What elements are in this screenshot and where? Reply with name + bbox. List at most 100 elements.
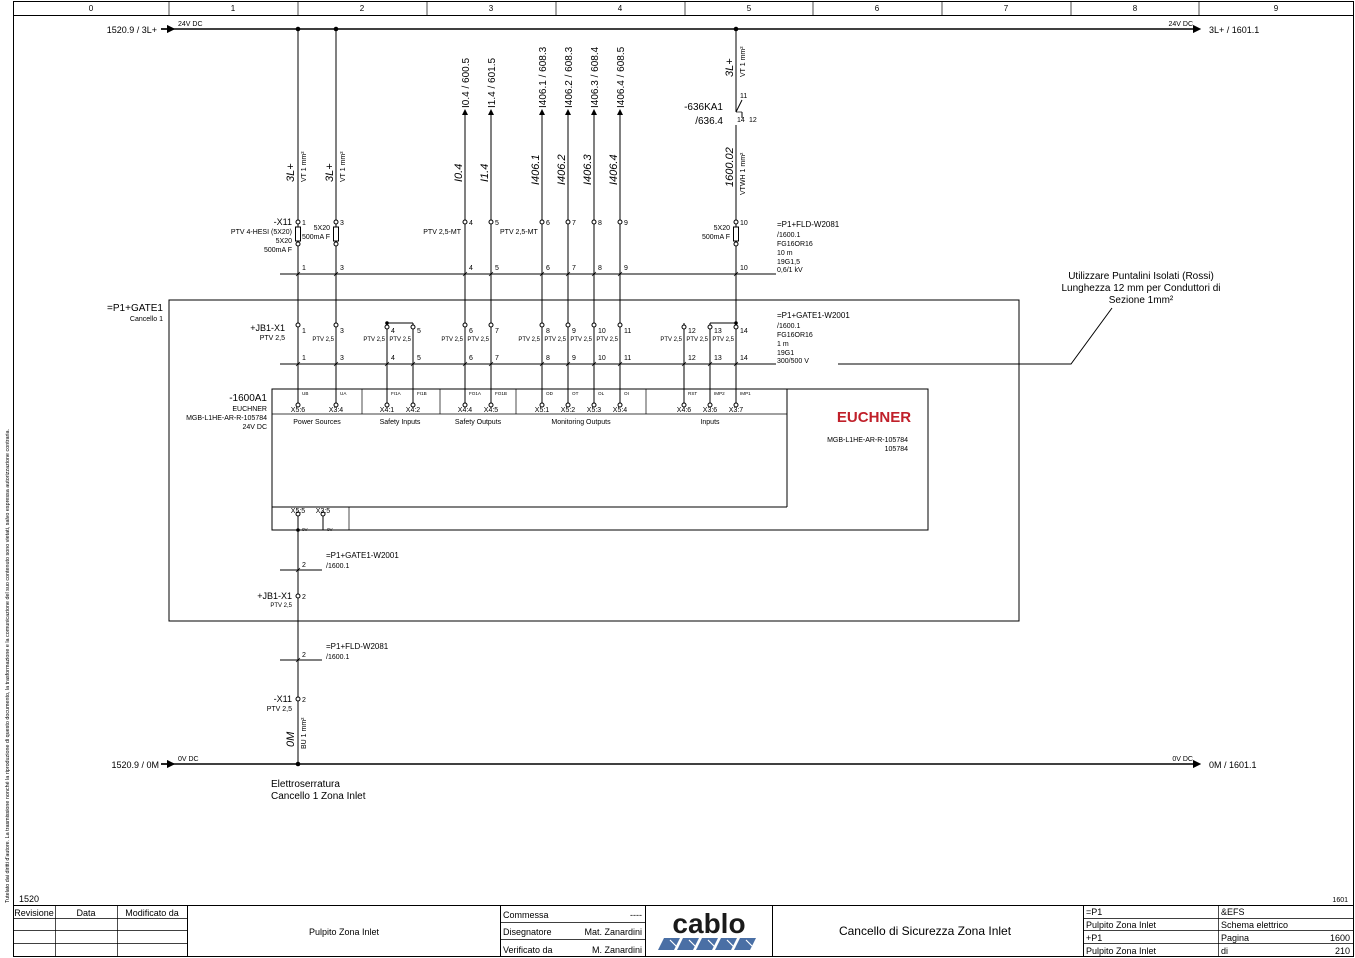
signal-ref-5: I406.3 / 608.4: [590, 46, 601, 108]
jb1-ptv: PTV 2,5: [518, 337, 540, 343]
cable2-voltage: 300/500 V: [777, 358, 809, 365]
jb1-ptv: PTV 2,5: [686, 337, 708, 343]
wire-name-3: 3L+: [724, 58, 736, 77]
device-pin-term: X3:6: [703, 407, 718, 414]
cable2-length: 1 m: [777, 341, 789, 348]
device-pin-signal: OL: [598, 391, 605, 396]
jb1-pin: 3: [340, 328, 344, 335]
column-label-1: 1: [231, 4, 236, 13]
signal-name-2: I1.4: [479, 164, 491, 182]
cable4-ref: /1600.1: [326, 654, 349, 661]
cable4-core: 2: [302, 652, 306, 659]
rail-bottom-left-ref: 1520.9 / 0M: [111, 760, 159, 770]
gate1-desc: Cancello 1: [130, 316, 163, 323]
wire-spec-5: BU 1 mm²: [301, 717, 308, 749]
jb1-pin: 7: [495, 328, 499, 335]
jb1-pin: 1: [302, 328, 306, 335]
cable1-core: 6: [546, 265, 550, 272]
cable1-core: 10: [740, 265, 748, 272]
cable1-ref: /1600.1: [777, 232, 800, 239]
column-label-8: 8: [1133, 4, 1138, 13]
x11-lower-name: -X11: [274, 694, 292, 704]
jb1-pin: 13: [714, 328, 722, 335]
tb-of-label: di: [1221, 946, 1228, 956]
vertical-wires: [297, 29, 737, 764]
device-pin-term: X4:6: [677, 407, 692, 414]
device-model: MGB-L1HE-AR-R-105784: [186, 415, 267, 422]
tb-checked-value: M. Zanardini: [592, 945, 642, 955]
gate1-name: =P1+GATE1: [107, 303, 163, 314]
rail-top-right-ref: 3L+ / 1601.1: [1209, 25, 1259, 35]
tb-checked-label: Verificato da: [503, 945, 553, 955]
column-label-7: 7: [1004, 4, 1009, 13]
device-group-label: Power Sources: [293, 419, 341, 426]
jb1-lower-name: +JB1-X1: [257, 591, 292, 601]
relay-pin-11: 11: [740, 93, 747, 100]
cable1-core: 7: [572, 265, 576, 272]
cable1-core: 5: [495, 265, 499, 272]
cable2-core: 1: [302, 355, 306, 362]
tb-modified-head: Modificato da: [125, 908, 179, 918]
device-pin-signal: FO1B: [495, 391, 507, 396]
signal-name-1: I0.4: [453, 164, 465, 182]
jb1-pin: 11: [624, 328, 631, 335]
rail-top-right-voltage: 24V DC: [1168, 21, 1193, 28]
tb-commessa-value: ----: [630, 910, 642, 920]
device-pin-term: X5:1: [535, 407, 550, 414]
device-box-code: 105784: [885, 446, 908, 453]
column-label-5: 5: [747, 4, 752, 13]
device-pin-term: X5:6: [291, 407, 306, 414]
cable2-core: 10: [598, 355, 606, 362]
cable-tick-marks: [295, 271, 739, 663]
x11-pin: 7: [572, 220, 576, 227]
cable1-core: 3: [340, 265, 344, 272]
cable2-core: 7: [495, 355, 499, 362]
x11-pin: 9: [624, 220, 628, 227]
device-pin-signal: UA: [340, 391, 347, 396]
column-label-6: 6: [875, 4, 880, 13]
rail-top-left-ref: 1520.9 / 3L+: [107, 25, 157, 35]
device-pin-term: X3:7: [729, 407, 744, 414]
signal-name-5: I406.3: [582, 154, 594, 185]
cable2-ref: /1600.1: [777, 323, 800, 330]
jb1-ptv: PTV 2,5: [660, 337, 682, 343]
fuse3-rating: 500mA F: [702, 234, 730, 241]
jb1-ptv: PTV 2,5: [467, 337, 489, 343]
caption-line-2: Cancello 1 Zona Inlet: [271, 791, 366, 802]
jb1-pin: 5: [417, 328, 421, 335]
signal-ref-4: I406.2 / 608.3: [564, 46, 575, 108]
cablo-logo: cablo: [672, 908, 745, 939]
cable3-name: =P1+GATE1-W2001: [326, 551, 399, 560]
jb1-pin: 6: [469, 328, 473, 335]
cable1-name: =P1+FLD-W2081: [777, 220, 840, 229]
device-group-label: Monitoring Outputs: [551, 419, 611, 426]
device-pin-signal: UB: [302, 391, 308, 396]
tb-commessa-label: Commessa: [503, 910, 549, 920]
tb-doc-type: Schema elettrico: [1221, 920, 1288, 930]
jb1-pin: 9: [572, 328, 576, 335]
fuse1-size: 5X20: [276, 238, 292, 245]
cablo-logo-mark: [658, 938, 756, 950]
cable2-core: 14: [740, 355, 748, 362]
sheet-frame: [13, 1, 1354, 957]
device-pin-terminals: [295, 402, 739, 517]
cable2-core: 5: [417, 355, 421, 362]
tb-location-desc: Pulpito Zona Inlet: [1086, 946, 1157, 956]
jb1-pin: 12: [688, 328, 696, 335]
jb1-lower-part: PTV 2,5: [270, 603, 292, 609]
tb-location: +P1: [1086, 933, 1102, 943]
device-pin-signal: FO1A: [469, 391, 482, 396]
x11-pin: 1: [302, 220, 306, 227]
rail-top-left-voltage: 24V DC: [178, 21, 203, 28]
signal-ref-2: I1.4 / 601.5: [487, 58, 498, 108]
cable2-core: 6: [469, 355, 473, 362]
fuse2-size: 5X20: [314, 225, 330, 232]
device-gnd-signal: 0V: [327, 527, 334, 532]
jb1-ptv: PTV 2,5: [570, 337, 592, 343]
cable2-core: 13: [714, 355, 722, 362]
relay-name: -636KA1: [684, 102, 723, 113]
cable2-core: 12: [688, 355, 696, 362]
device-pin-signal: RST: [688, 391, 697, 396]
euchner-logo: EUCHNER: [837, 409, 911, 426]
